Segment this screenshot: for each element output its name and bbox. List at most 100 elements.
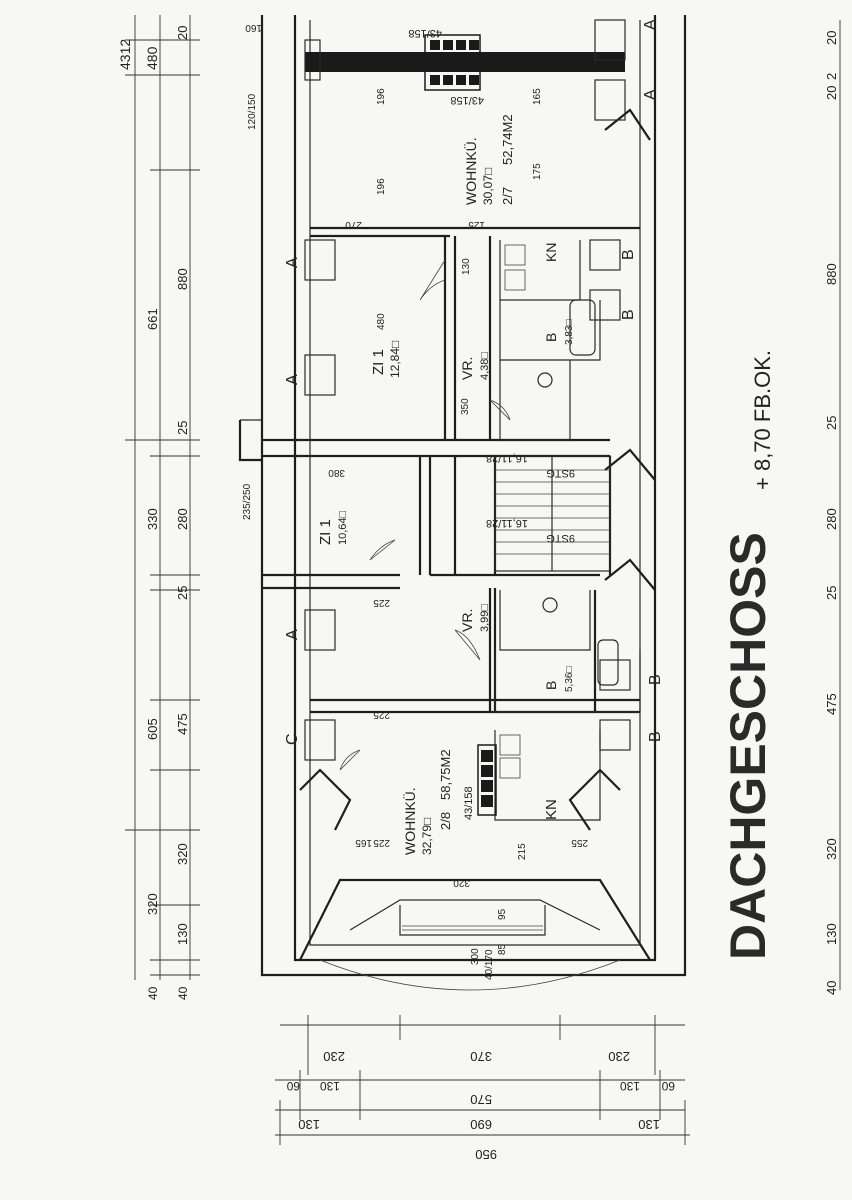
window-a-5: A — [642, 89, 659, 100]
dim-330: 330 — [145, 508, 160, 530]
stair-labels: 16,11/28 9STG 16,11/28 9STG — [486, 452, 575, 544]
window-a-4: A — [642, 19, 659, 30]
dim-right-25b: 25 — [824, 586, 839, 600]
dim-inner-165b: 165 — [532, 88, 543, 105]
window-b-3: B — [647, 674, 664, 685]
dim-bottom-690: 690 — [470, 1117, 492, 1132]
door-40-170: 40/170 — [484, 949, 495, 980]
door-labels: 235/250 120/150 300 40/170 — [242, 93, 495, 980]
room-b-bot-name: B — [543, 681, 559, 690]
dim-right-20a: 20 — [824, 31, 839, 45]
dim-bottom-570: 570 — [470, 1092, 492, 1107]
dim-inner-175: 175 — [532, 163, 543, 180]
room-wohnku-top-name: WOHNKÜ. — [462, 137, 479, 205]
dim-320a: 320 — [145, 893, 160, 915]
title-dachgeschoss: DACHGESCHOSS — [720, 532, 776, 960]
dim-130: 130 — [175, 923, 190, 945]
dim-inner-350: 350 — [460, 398, 471, 415]
dimension-texts-right: 20 2 20 880 25 280 25 475 320 130 40 — [824, 20, 841, 995]
window-a-3: A — [284, 629, 301, 640]
room-labels: WOHNKÜ. 30,07□ 2/7 52,74M2 ZI 1 12,84□ V… — [317, 114, 575, 855]
stair2b-label: 9STG — [546, 532, 575, 544]
door-300: 300 — [470, 948, 481, 965]
room-zi1-mid-name: ZI 1 — [317, 519, 334, 545]
dim-inner-196a: 196 — [376, 88, 387, 105]
room-b-top-area: 3,83□ — [564, 319, 575, 345]
window-c: C — [284, 733, 301, 745]
dim-right-20b: 20 — [824, 86, 839, 100]
stair1-label: 16,11/28 — [486, 452, 528, 464]
room-wohnku-bot-name: WOHNKÜ. — [401, 787, 418, 855]
dim-inner-165: 165 — [355, 837, 372, 848]
dim-bottom-60a: 60 — [286, 1079, 300, 1093]
window-letters: A A A C A A B B B B — [284, 19, 664, 745]
dim-right-475: 475 — [824, 693, 839, 715]
dim-inner-255: 255 — [571, 837, 588, 848]
dim-inner-225a: 225 — [373, 597, 390, 608]
room-zi1-mid-area: 10,64□ — [337, 510, 349, 545]
dim-inner-320: 320 — [453, 877, 470, 888]
dim-right-880: 880 — [824, 263, 839, 285]
dim-605: 605 — [145, 718, 160, 740]
chimney-label-top2: 43/158 — [450, 94, 484, 106]
dim-inner-130: 130 — [461, 258, 472, 275]
dim-inner-95: 95 — [497, 908, 508, 920]
dim-inner-380: 380 — [328, 467, 345, 478]
dim-right-130: 130 — [824, 923, 839, 945]
dim-880: 880 — [175, 268, 190, 290]
dim-bottom-230a: 230 — [323, 1049, 345, 1064]
dim-320b: 320 — [175, 843, 190, 865]
dimension-lines-bottom — [275, 1015, 690, 1145]
dim-661: 661 — [145, 308, 160, 330]
chimney-label-bottom: 43/158 — [463, 786, 475, 820]
dim-bottom-130b: 130 — [620, 1079, 640, 1093]
inner-dimensions: 160 196 196 270 380 480 350 225 225 225 … — [245, 22, 588, 955]
dim-inner-85: 85 — [497, 943, 508, 955]
dimension-lines-top — [125, 15, 200, 980]
window-a-2: A — [284, 374, 301, 385]
dim-right-25a: 25 — [824, 416, 839, 430]
room-wohnku-top-area: 30,07□ — [481, 168, 495, 205]
room-wohnku-bot-unit: 2/8 — [438, 812, 453, 830]
dim-inner-125: 125 — [468, 219, 485, 230]
dim-bottom-370: 370 — [470, 1049, 492, 1064]
dim-25a: 25 — [175, 421, 190, 435]
room-vr-bot-area: 3,99□ — [479, 604, 491, 632]
dim-right-2: 2 — [824, 73, 839, 80]
dim-inner-160: 160 — [245, 22, 262, 33]
building-outline — [238, 15, 687, 991]
dim-right-40: 40 — [824, 981, 839, 995]
room-vr-top-area: 4,38□ — [479, 352, 491, 380]
room-vr-top-name: VR. — [459, 357, 475, 380]
window-a-1: A — [284, 257, 301, 268]
dim-bottom-950: 950 — [475, 1147, 497, 1162]
room-wohnku-bot-total: 58,75M2 — [438, 749, 453, 800]
dim-40b: 40 — [176, 986, 190, 1000]
room-wohnku-top-unit: 2/7 — [500, 187, 515, 205]
chimney-label-top: 43/158 — [408, 27, 442, 39]
door-120-150: 120/150 — [247, 93, 258, 130]
dim-inner-225b: 225 — [373, 709, 390, 720]
room-kn-bot-name: KN — [543, 799, 560, 820]
window-b-4: B — [647, 731, 664, 742]
room-b-bot-area: 5,36□ — [564, 666, 575, 692]
stair2-label: 16,11/28 — [486, 517, 528, 529]
dim-bottom-230b: 230 — [608, 1049, 630, 1064]
stair1b-label: 9STG — [546, 467, 575, 479]
room-zi1-top-name: ZI 1 — [370, 349, 387, 375]
dimension-texts-bottom: 230 370 230 60 130 570 130 60 130 690 13… — [286, 1049, 675, 1162]
interior-walls — [262, 19, 641, 821]
window-b-2: B — [620, 309, 637, 320]
dim-280: 280 — [175, 508, 190, 530]
dim-inner-215: 215 — [517, 843, 528, 860]
window-b-1: B — [620, 249, 637, 260]
dim-inner-480: 480 — [376, 313, 387, 330]
dim-bottom-130d: 130 — [638, 1117, 660, 1132]
dim-bottom-60b: 60 — [661, 1079, 675, 1093]
dim-25b: 25 — [175, 586, 190, 600]
dim-20a: 20 — [175, 26, 190, 40]
dimension-texts-top: 4312 480 20 661 880 25 330 280 25 605 47… — [117, 26, 190, 1000]
dim-right-280: 280 — [824, 508, 839, 530]
dim-40a: 40 — [146, 986, 160, 1000]
